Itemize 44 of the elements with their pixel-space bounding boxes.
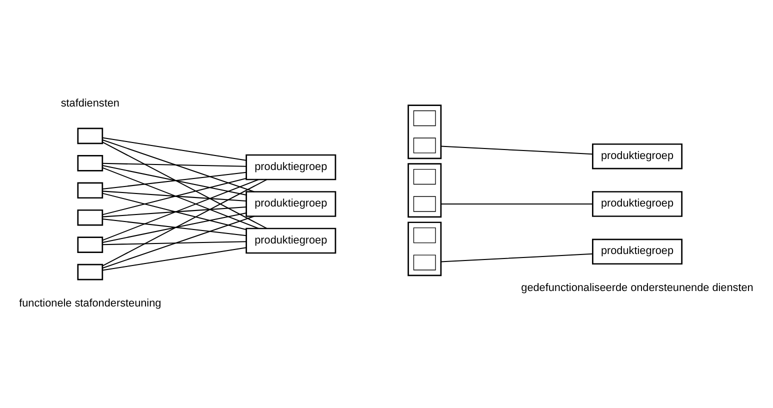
connector <box>102 216 254 269</box>
connector <box>102 241 246 246</box>
connector <box>102 179 259 241</box>
label: gedefunctionaliseerde ondersteunende diensten <box>521 282 754 294</box>
connector <box>102 179 268 266</box>
node-box: produktiegroep <box>246 191 336 217</box>
connector <box>102 178 246 216</box>
node-box <box>413 110 436 126</box>
node-box <box>77 128 104 144</box>
cluster <box>408 163 442 218</box>
node-box <box>77 236 104 253</box>
node-box <box>77 155 104 172</box>
node-box <box>77 182 104 199</box>
connector <box>102 247 246 271</box>
connector <box>102 172 246 190</box>
connector <box>440 253 593 262</box>
node-box <box>413 196 436 212</box>
connector <box>102 206 246 218</box>
connector <box>102 139 254 192</box>
connector <box>102 165 246 196</box>
label: stafdiensten <box>60 98 120 110</box>
node-box <box>413 138 436 154</box>
node-box <box>413 254 436 270</box>
connector <box>102 142 268 229</box>
node-box: produktiegroep <box>592 143 682 170</box>
node-box <box>77 209 104 226</box>
node-box: produktiegroep <box>592 191 682 217</box>
connector <box>102 190 246 202</box>
node-box: produktiegroep <box>592 238 682 265</box>
node-box <box>413 227 436 244</box>
node-box: produktiegroep <box>246 154 336 180</box>
connector <box>102 167 259 229</box>
cluster <box>408 104 442 160</box>
connector <box>102 162 246 167</box>
connector <box>102 192 246 230</box>
connector <box>102 212 246 243</box>
node-box <box>413 168 436 185</box>
connector <box>440 146 593 155</box>
cluster <box>408 222 442 276</box>
connector <box>102 137 246 161</box>
connector <box>102 218 246 236</box>
node-box <box>77 264 104 280</box>
node-box: produktiegroep <box>246 228 336 254</box>
label: functionele stafondersteuning <box>19 298 162 310</box>
